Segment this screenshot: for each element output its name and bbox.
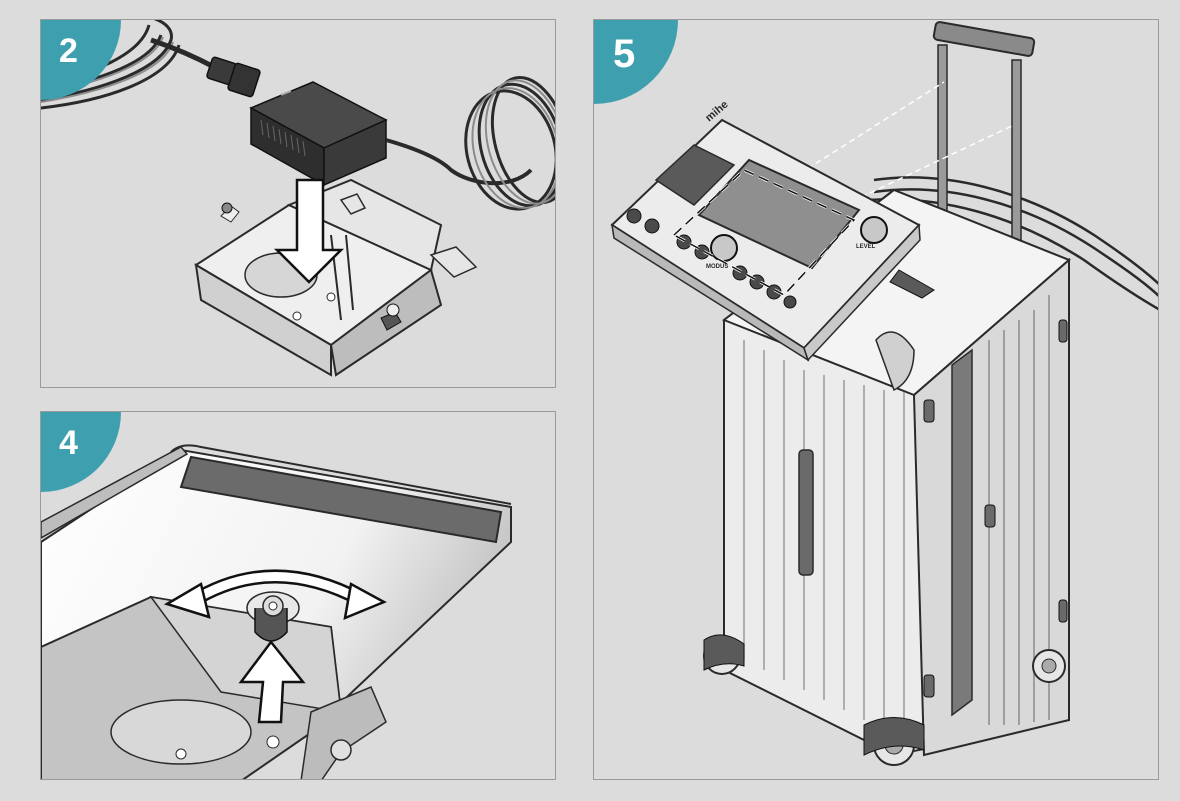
step-2-number: 2 bbox=[59, 32, 78, 70]
adapter-tray bbox=[194, 178, 478, 377]
step-5-panel: 5 bbox=[593, 19, 1159, 780]
step-4-number: 4 bbox=[59, 424, 78, 462]
power-adapter-icon bbox=[249, 81, 388, 187]
step-5-illustration: mihe MODUS LEVEL bbox=[610, 21, 1158, 766]
arrow-up-icon bbox=[238, 639, 306, 724]
arrow-down-icon bbox=[273, 178, 345, 284]
step-2-panel: 2 bbox=[40, 19, 556, 388]
control-unit-icon bbox=[610, 118, 935, 362]
mode-label: MODUS bbox=[706, 264, 728, 270]
step-4-illustration bbox=[41, 444, 512, 779]
step-2-illustration bbox=[41, 20, 555, 377]
device-brand-label: mihe bbox=[703, 99, 730, 125]
level-label: LEVEL bbox=[856, 244, 876, 250]
step-4-panel: 4 bbox=[40, 411, 556, 780]
step-5-number: 5 bbox=[613, 32, 636, 76]
rotate-arrow-icon bbox=[163, 569, 387, 621]
power-plug-icon bbox=[206, 56, 261, 98]
